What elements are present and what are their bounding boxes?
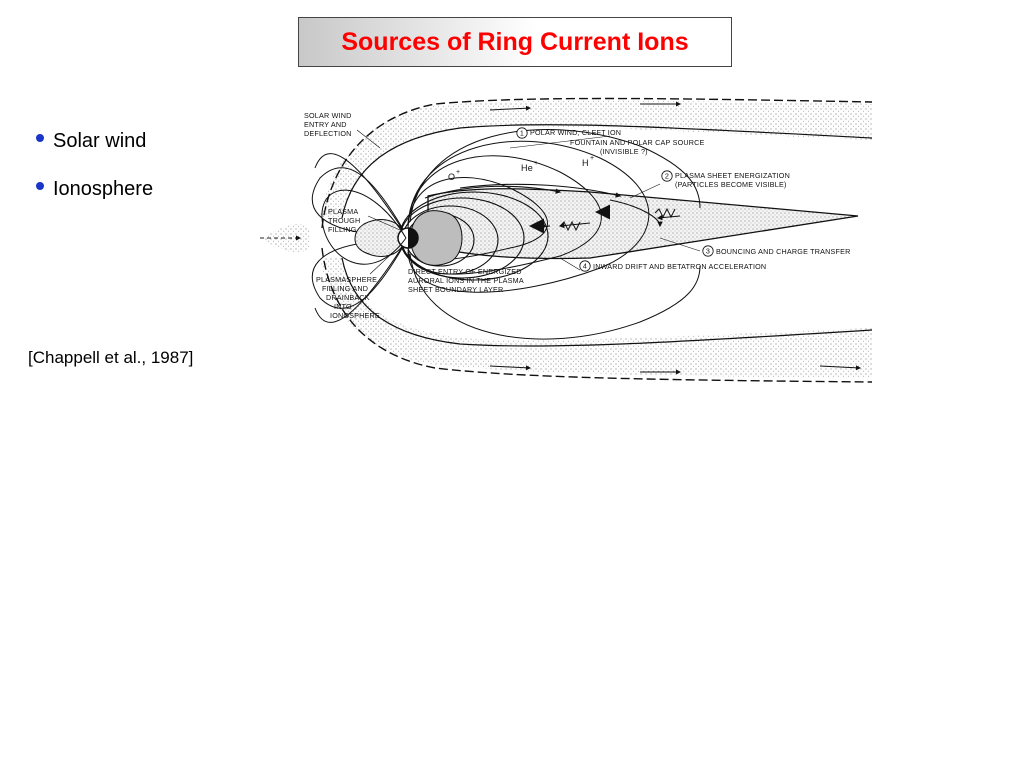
magnetosphere-figure: 1 2 3 4 SOLAR WIND ENTRY AND DEFLECTION … — [260, 97, 873, 383]
bullet-item: Solar wind — [36, 126, 153, 156]
label-trough-1: PLASMA — [328, 207, 358, 216]
label-pms-5: IONOSPHERE — [330, 311, 380, 320]
label-solar-wind-2: ENTRY AND — [304, 120, 347, 129]
label-step1-3: (INVISIBLE ?) — [600, 147, 648, 156]
num-4: 4 — [583, 262, 587, 271]
label-step2-2: (PARTICLES BECOME VISIBLE) — [675, 180, 787, 189]
label-step3: BOUNCING AND CHARGE TRANSFER — [716, 247, 850, 256]
label-direct-2: AURORAL IONS IN THE PLASMA — [408, 276, 524, 285]
label-step1-1: POLAR WIND, CLEFT ION — [530, 128, 621, 137]
title-box: Sources of Ring Current Ions — [298, 17, 732, 67]
bullet-dot-icon — [36, 134, 44, 142]
bullet-label: Solar wind — [53, 129, 147, 152]
bullet-item: Ionosphere — [36, 174, 153, 204]
ion-h: H — [582, 158, 589, 168]
magnetopause-lower — [321, 247, 873, 383]
figure-labels: SOLAR WIND ENTRY AND DEFLECTION POLAR WI… — [304, 111, 850, 320]
bullet-list: Solar wind Ionosphere — [36, 126, 153, 222]
ion-o: O — [448, 172, 455, 182]
label-pms-1: PLASMASPHERE — [316, 275, 377, 284]
magnetosheath-upper — [320, 100, 872, 218]
label-trough-2: TROUGH — [328, 216, 360, 225]
plasmasphere-right — [409, 210, 463, 266]
label-step1-2: FOUNTAIN AND POLAR CAP SOURCE — [570, 138, 705, 147]
label-pms-3: DRAINBACK — [326, 293, 370, 302]
ion-he: He — [521, 163, 533, 173]
magnetopause-upper — [321, 97, 873, 229]
bullet-dot-icon — [36, 182, 44, 190]
num-3: 3 — [706, 247, 710, 256]
num-1: 1 — [520, 129, 524, 138]
citation: [Chappell et al., 1987] — [28, 348, 194, 367]
ion-h-charge: + — [590, 155, 594, 162]
plasma-sheet — [427, 188, 859, 260]
ion-o-charge: + — [456, 169, 460, 176]
ion-he-charge: + — [534, 160, 538, 167]
solar-wind-stream — [262, 223, 310, 253]
num-2: 2 — [665, 172, 669, 181]
label-solar-wind-1: SOLAR WIND — [304, 111, 352, 120]
label-direct-3: SHEET BOUNDARY LAYER — [408, 285, 503, 294]
step-numbers: 1 2 3 4 — [520, 129, 710, 271]
ion-labels: O + He + H + — [448, 155, 594, 182]
label-direct-1: DIRECT ENTRY OF ENERGIZED — [408, 267, 522, 276]
label-step4: INWARD DRIFT AND BETATRON ACCELERATION — [593, 262, 766, 271]
label-trough-3: FILLING — [328, 225, 357, 234]
bullet-label: Ionosphere — [53, 177, 154, 200]
slide-title: Sources of Ring Current Ions — [341, 27, 689, 56]
step-markers — [516, 127, 714, 272]
label-pms-2: FILLING AND — [322, 284, 368, 293]
label-step2-1: PLASMA SHEET ENERGIZATION — [675, 171, 790, 180]
magnetosheath-lower — [320, 258, 872, 378]
label-pms-4: INTO — [334, 302, 352, 311]
label-solar-wind-3: DEFLECTION — [304, 129, 352, 138]
